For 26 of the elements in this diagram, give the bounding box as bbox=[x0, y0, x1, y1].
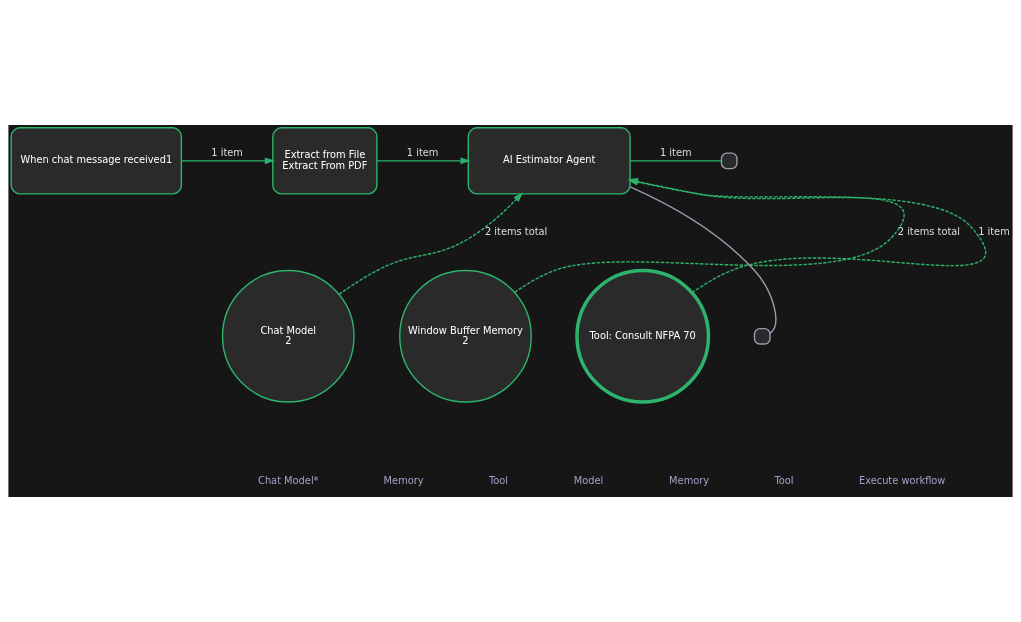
edge-label: 1 item bbox=[406, 147, 439, 159]
connector bbox=[629, 186, 777, 335]
label: Tool bbox=[774, 475, 794, 487]
node-box: When chat message received1 bbox=[10, 127, 183, 195]
label: Tool bbox=[489, 475, 509, 487]
connector bbox=[629, 160, 722, 162]
edge-label: 1 item bbox=[659, 147, 692, 159]
node-box: AI Estimator Agent bbox=[467, 127, 631, 195]
label: Model bbox=[573, 475, 604, 487]
node-circle: Window Buffer Memory 2 bbox=[399, 269, 532, 403]
node-box bbox=[720, 152, 738, 170]
label: Chat Model* bbox=[258, 475, 319, 487]
arrow bbox=[338, 192, 523, 296]
node-circle: Chat Model 2 bbox=[221, 269, 355, 403]
node-box bbox=[753, 327, 771, 345]
edge-label: 1 item bbox=[211, 147, 243, 159]
edge-label: 2 items total bbox=[484, 225, 548, 237]
label: Execute workflow bbox=[858, 475, 946, 487]
label: Memory bbox=[383, 475, 424, 487]
label: Memory bbox=[669, 475, 710, 487]
node-circle: Tool: Consult NFPA 70 bbox=[575, 268, 711, 404]
node-box: Extract from File Extract From PDF bbox=[272, 127, 378, 195]
edge-label: 1 item bbox=[978, 225, 1010, 237]
arrow bbox=[180, 157, 275, 165]
arrow bbox=[376, 157, 471, 165]
edge-label: 2 items total bbox=[897, 225, 961, 237]
